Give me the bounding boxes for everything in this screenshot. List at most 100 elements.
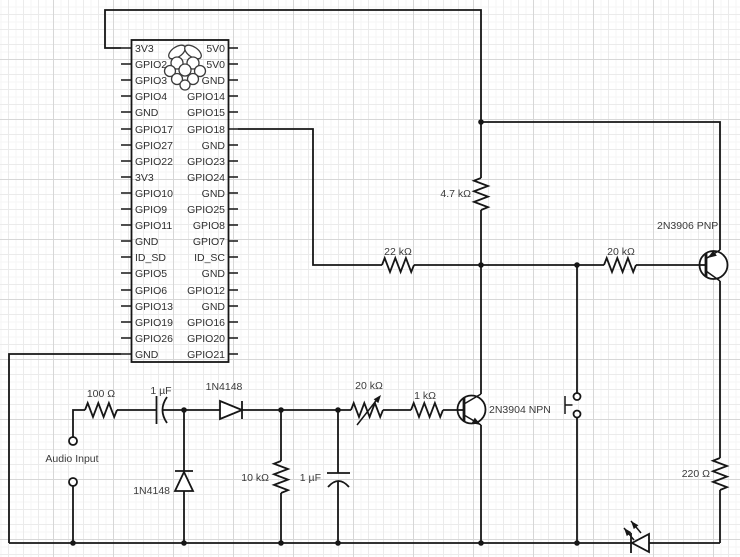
- pin-label: GND: [202, 140, 226, 152]
- junction-dot: [278, 407, 284, 413]
- pin-label: GPIO4: [135, 91, 167, 103]
- capacitor-plate-curved[interactable]: [161, 396, 168, 424]
- pin-label: 3V3: [135, 172, 154, 184]
- diode-triangle[interactable]: [219, 399, 245, 421]
- button-terminal[interactable]: [572, 392, 582, 401]
- pin-label: GPIO17: [135, 124, 173, 136]
- audio-input-connector[interactable]: Audio Input: [45, 436, 99, 487]
- pin-label: ID_SC: [194, 252, 225, 264]
- transistor-collector-lead: [705, 270, 721, 282]
- transistor-emitter-arrowhead: [707, 250, 717, 258]
- diode-1n4148-series[interactable]: 1N4148: [206, 381, 245, 421]
- resistor-body[interactable]: [410, 400, 444, 420]
- button-actuator: [564, 396, 573, 414]
- led-emission-arrowhead: [631, 521, 639, 530]
- resistor-220-led[interactable]: 220 Ω: [682, 457, 730, 491]
- capacitor-label: 1 µF: [150, 385, 171, 397]
- transistor-pnp-2n3906[interactable]: 2N3906 PNP: [657, 220, 729, 282]
- raspberry-pi-block[interactable]: 3V3 GPIO2 GPIO3 GPIO4 GND GPIO17 GPIO27 …: [121, 39, 238, 363]
- pin-label: 5V0: [206, 59, 225, 71]
- pin-label: GPIO22: [135, 156, 173, 168]
- resistor-label: 20 kΩ: [607, 246, 635, 258]
- pin-label: GPIO8: [193, 220, 225, 232]
- potentiometer-20k[interactable]: 20 kΩ: [350, 380, 384, 426]
- resistor-1k-npn-base[interactable]: 1 kΩ: [410, 390, 444, 420]
- resistor-label: 10 kΩ: [241, 472, 269, 484]
- audio-terminal[interactable]: [68, 436, 78, 446]
- junction-dot: [574, 540, 580, 546]
- pin-label: GND: [202, 188, 226, 200]
- junction-dot: [335, 407, 341, 413]
- pin-label: 5V0: [206, 43, 225, 55]
- resistor-20k-pnp-base[interactable]: 20 kΩ: [603, 246, 637, 275]
- wire-audio-input[interactable]: [72, 409, 85, 543]
- capacitor-1uF-input[interactable]: 1 µF: [150, 385, 172, 424]
- potentiometer-body[interactable]: [350, 400, 384, 420]
- wire-3v3-top-rail[interactable]: [104, 9, 721, 250]
- audio-terminal[interactable]: [68, 477, 78, 487]
- resistor-body[interactable]: [603, 255, 637, 275]
- resistor-body[interactable]: [271, 460, 291, 494]
- potentiometer-wiper: [356, 396, 380, 426]
- audio-input-label: Audio Input: [45, 453, 98, 465]
- wires: [8, 9, 721, 544]
- led-triangle[interactable]: [630, 532, 650, 554]
- transistor-label: 2N3904 NPN: [489, 404, 551, 416]
- resistor-100-input[interactable]: 100 Ω: [84, 388, 118, 420]
- pin-label: GPIO21: [187, 349, 225, 361]
- resistor-body[interactable]: [471, 177, 491, 211]
- junction-dot: [181, 407, 187, 413]
- junction-dot: [278, 540, 284, 546]
- button-terminal[interactable]: [572, 409, 582, 419]
- junction-dot: [478, 540, 484, 546]
- junction-dots: [70, 119, 580, 546]
- resistor-label: 4.7 kΩ: [440, 188, 471, 200]
- junction-dot: [478, 119, 484, 125]
- pin-label: GND: [202, 268, 226, 280]
- pin-label: GND: [202, 301, 226, 313]
- pi-body[interactable]: [130, 39, 230, 363]
- pin-label: GPIO2: [135, 59, 167, 71]
- pin-label: GPIO13: [135, 301, 173, 313]
- pi-left-pin-stubs: [121, 47, 131, 355]
- resistor-label: 100 Ω: [87, 388, 115, 400]
- junction-dot: [181, 540, 187, 546]
- pin-label: GPIO14: [187, 91, 225, 103]
- pin-label: GPIO12: [187, 285, 225, 297]
- capacitor-plate-curved[interactable]: [327, 480, 350, 488]
- led-emission-arrowhead: [624, 528, 632, 537]
- raspberry-pi-logo-icon: [163, 44, 207, 91]
- resistor-10k-load[interactable]: 10 kΩ: [241, 460, 291, 494]
- pin-label: GPIO16: [187, 317, 225, 329]
- resistor-label: 220 Ω: [682, 468, 710, 480]
- led[interactable]: [623, 520, 650, 554]
- junction-dot: [70, 540, 76, 546]
- pin-label: GPIO23: [187, 156, 225, 168]
- pin-label: GND: [135, 349, 159, 361]
- diode-triangle[interactable]: [173, 469, 195, 492]
- resistor-4k7-pullup[interactable]: 4.7 kΩ: [440, 177, 491, 211]
- transistor-label: 2N3906 PNP: [657, 220, 718, 232]
- transistor-npn-2n3904[interactable]: 2N3904 NPN: [456, 393, 551, 426]
- pin-label: GPIO3: [135, 75, 167, 87]
- transistor-collector-lead: [463, 393, 482, 405]
- diode-1n4148-clamp[interactable]: 1N4148: [133, 469, 195, 497]
- pin-label: GPIO10: [135, 188, 173, 200]
- pin-label: GPIO20: [187, 333, 225, 345]
- push-button[interactable]: [564, 392, 582, 419]
- resistor-body[interactable]: [84, 400, 118, 420]
- wire-gnd-left[interactable]: [8, 353, 121, 543]
- pin-label: GPIO19: [135, 317, 173, 329]
- pin-label: GND: [135, 236, 159, 248]
- junction-dot: [478, 262, 484, 268]
- capacitor-1uF-filter[interactable]: 1 µF: [300, 472, 350, 488]
- resistor-body[interactable]: [710, 457, 730, 491]
- resistor-body[interactable]: [381, 255, 415, 275]
- pin-label: GPIO26: [135, 333, 173, 345]
- diode-label: 1N4148: [133, 485, 170, 497]
- pin-label: GND: [202, 75, 226, 87]
- wire-gpio18[interactable]: [238, 128, 382, 266]
- resistor-22k-gpio[interactable]: 22 kΩ: [381, 246, 415, 275]
